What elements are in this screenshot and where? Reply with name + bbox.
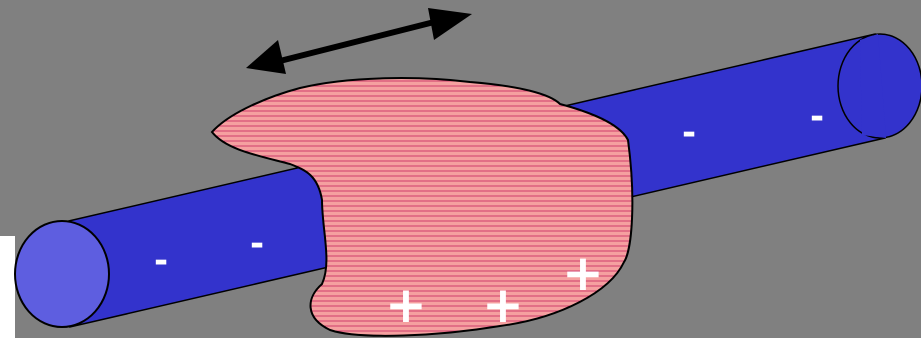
double-headed-arrow-icon — [246, 8, 472, 74]
positive-charge-2: + — [482, 276, 524, 334]
positive-charge-1: + — [385, 276, 427, 334]
positive-charge-3: + — [562, 244, 604, 302]
negative-charge-3: - — [682, 113, 696, 153]
negative-charge-2: - — [250, 224, 264, 264]
negative-charge-4: - — [810, 97, 824, 137]
rod-left-end-cap — [15, 221, 109, 327]
negative-charge-1: - — [154, 241, 168, 281]
